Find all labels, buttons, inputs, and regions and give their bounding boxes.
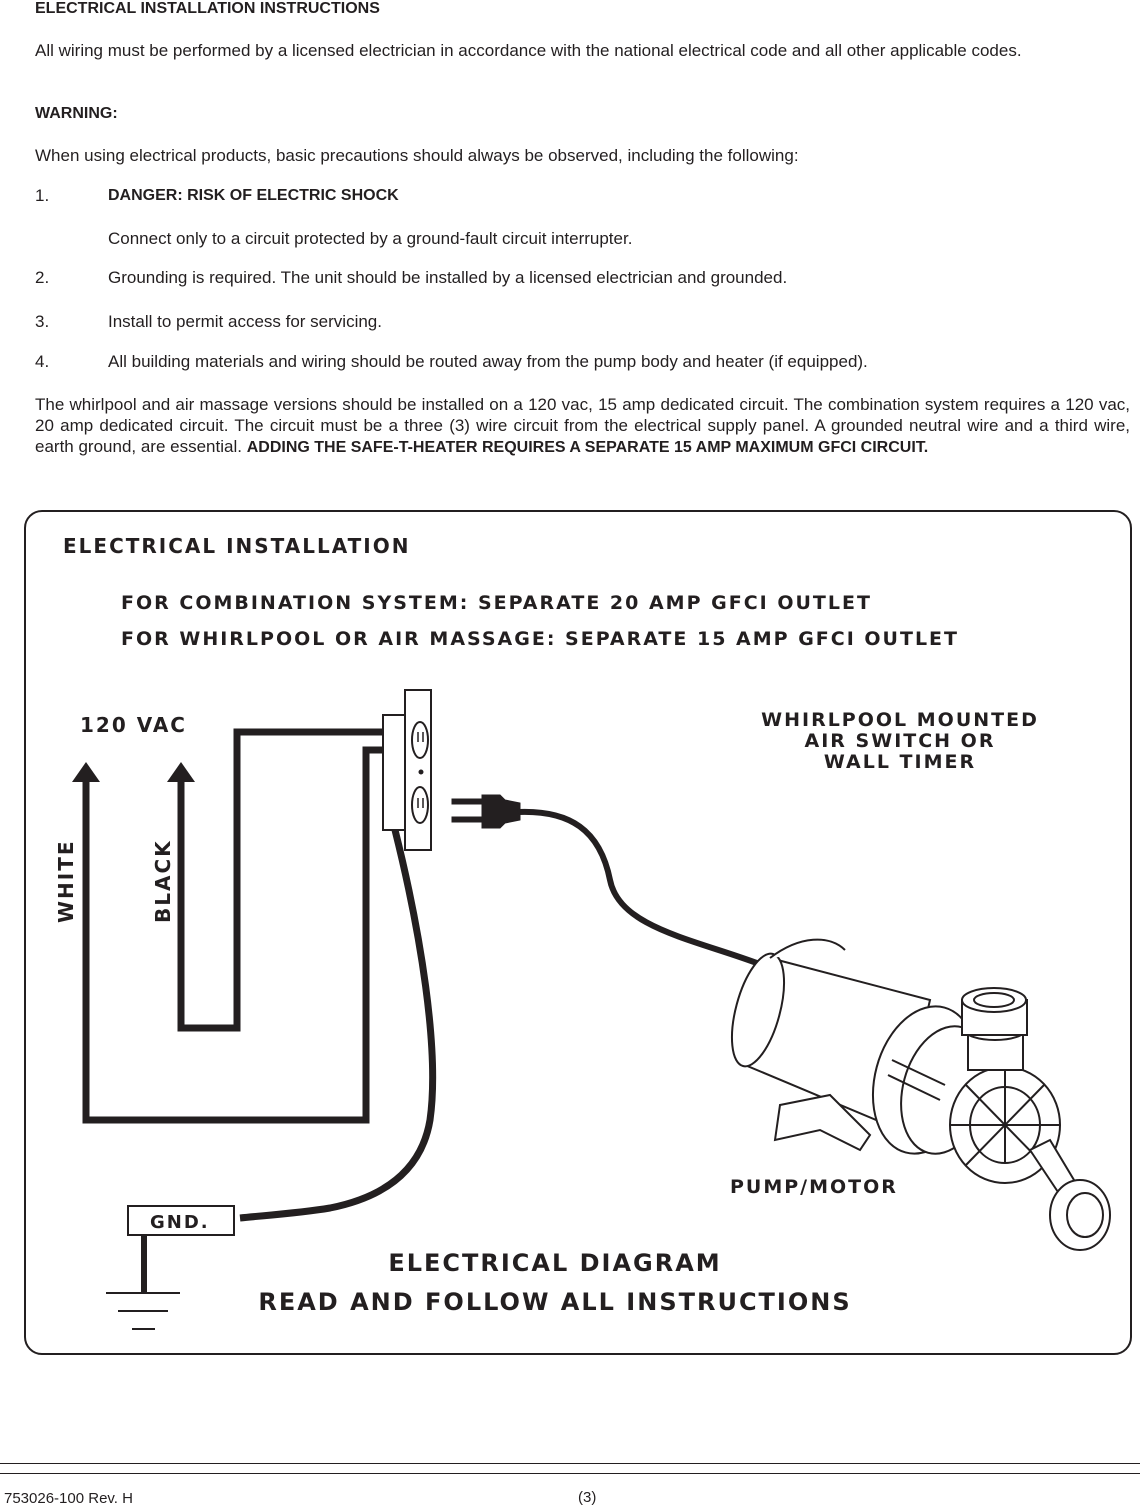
vac-label: 120 VAC xyxy=(80,713,187,737)
caption-instructions: READ AND FOLLOW ALL INSTRUCTIONS xyxy=(258,1288,851,1316)
pump-motor-icon xyxy=(730,938,1111,1251)
caption-diagram: ELECTRICAL DIAGRAM xyxy=(388,1249,721,1277)
gfci-outlet xyxy=(382,689,432,851)
diagram-line-2: FOR WHIRLPOOL OR AIR MASSAGE: SEPARATE 1… xyxy=(121,628,959,650)
pump-label: PUMP/MOTOR xyxy=(730,1176,898,1198)
item-text: Install to permit access for servicing. xyxy=(108,312,382,331)
plug-icon xyxy=(451,794,521,829)
wire-white xyxy=(82,746,383,1124)
switch-label-1: WHIRLPOOL MOUNTED xyxy=(761,709,1039,731)
diagram-line-1: FOR COMBINATION SYSTEM: SEPARATE 20 AMP … xyxy=(121,592,872,614)
closing-paragraph: The whirlpool and air massage versions s… xyxy=(35,394,1130,458)
closing-bold-text: ADDING THE SAFE-T-HEATER REQUIRES A SEPA… xyxy=(246,439,929,456)
gnd-label: GND. xyxy=(150,1212,210,1233)
item-number: 1. xyxy=(35,186,50,205)
intro-paragraph: All wiring must be performed by a licens… xyxy=(35,41,1022,60)
white-label: WHITE xyxy=(54,839,78,923)
item-number: 4. xyxy=(35,352,50,371)
pump-cord xyxy=(517,808,772,971)
item-text: All building materials and wiring should… xyxy=(108,352,868,371)
wire-black xyxy=(177,728,383,1032)
diagram-frame xyxy=(24,510,1132,1355)
switch-label-2: AIR SWITCH OR xyxy=(805,730,996,752)
black-arrow-icon xyxy=(167,762,195,782)
item-number: 3. xyxy=(35,312,50,331)
white-arrow-icon xyxy=(72,762,100,782)
ground-icon xyxy=(106,1205,235,1330)
page-number: (3) xyxy=(578,1489,597,1506)
ground-wire xyxy=(239,829,437,1222)
danger-heading: DANGER: RISK OF ELECTRIC SHOCK xyxy=(108,187,399,204)
precaution-text: When using electrical products, basic pr… xyxy=(35,146,799,165)
item-text: Grounding is required. The unit should b… xyxy=(108,268,788,287)
diagram-title: ELECTRICAL INSTALLATION xyxy=(63,534,410,558)
warning-label: WARNING: xyxy=(35,105,118,122)
document-number: 753026-100 Rev. H xyxy=(4,1490,133,1507)
footer-rule xyxy=(0,1473,1140,1474)
instructions-heading: ELECTRICAL INSTALLATION INSTRUCTIONS xyxy=(35,0,380,17)
switch-label-3: WALL TIMER xyxy=(824,751,976,773)
danger-subtext: Connect only to a circuit protected by a… xyxy=(108,229,633,248)
footer-rule xyxy=(0,1463,1140,1464)
closing-text: The whirlpool and air massage versions s… xyxy=(35,395,1130,456)
black-label: BLACK xyxy=(151,839,175,923)
item-number: 2. xyxy=(35,268,50,287)
